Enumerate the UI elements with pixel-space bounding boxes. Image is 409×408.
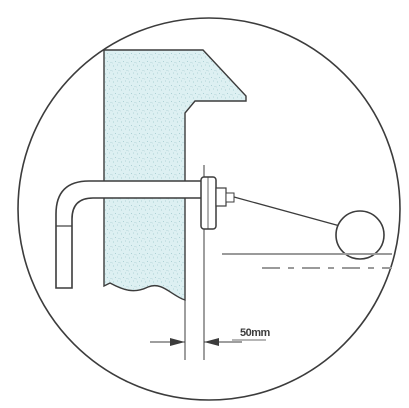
cistern-wall-section	[103, 49, 247, 301]
overflow-pipe	[55, 180, 203, 289]
detail-circle	[17, 17, 401, 401]
valve-nut	[215, 187, 227, 207]
valve-body	[200, 176, 217, 230]
float-ball	[335, 210, 385, 260]
dimension-label: 50mm	[240, 327, 271, 339]
valve-arm-pivot	[225, 192, 235, 203]
float-arm	[233, 196, 341, 227]
dimension-arrow-left	[170, 338, 185, 346]
float-valve	[200, 176, 235, 230]
dimension-arrow-right	[204, 338, 219, 346]
